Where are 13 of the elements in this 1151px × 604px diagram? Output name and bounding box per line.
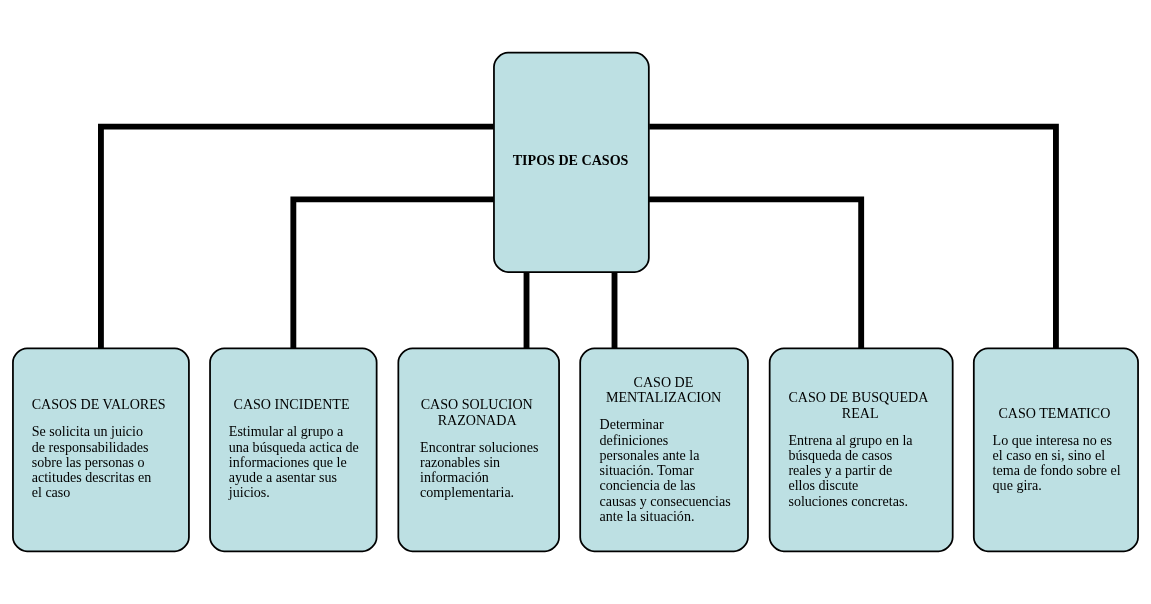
- node-box: CASOS DE VALORES Se solicita un juicio de responsabilidades sobre las personas o actitudes descritas en el caso: [12, 347, 190, 553]
- node-box: CASO SOLUCION RAZONADA Encontrar soluciones razonables sin información complementaria.: [397, 347, 560, 553]
- connector: [611, 272, 618, 348]
- connector: [290, 196, 494, 349]
- connector: [523, 272, 530, 348]
- connector: [649, 123, 1059, 348]
- node-box: CASO TEMATICO Lo que interesa no es el caso en si, sino el tema de fondo sobre el que gira.: [972, 347, 1139, 553]
- connector: [98, 123, 494, 348]
- node-box: CASO INCIDENTE Estimular al grupo a una búsqueda actica de informaciones que le ayude a asentar sus juicios.: [209, 347, 378, 553]
- connector: [649, 196, 865, 349]
- node-box: CASO DE BUSQUEDA REAL Entrena al grupo en la búsqueda de casos reales y a partir de ellos discute soluciones concretas.: [768, 347, 954, 553]
- node-box: TIPOS DE CASOS: [493, 51, 650, 273]
- node-box: CASO DE MENTALIZACION Determinar definiciones personales ante la situación. Tomar conciencia de las causas y consecuencias ante la situación.: [579, 347, 749, 553]
